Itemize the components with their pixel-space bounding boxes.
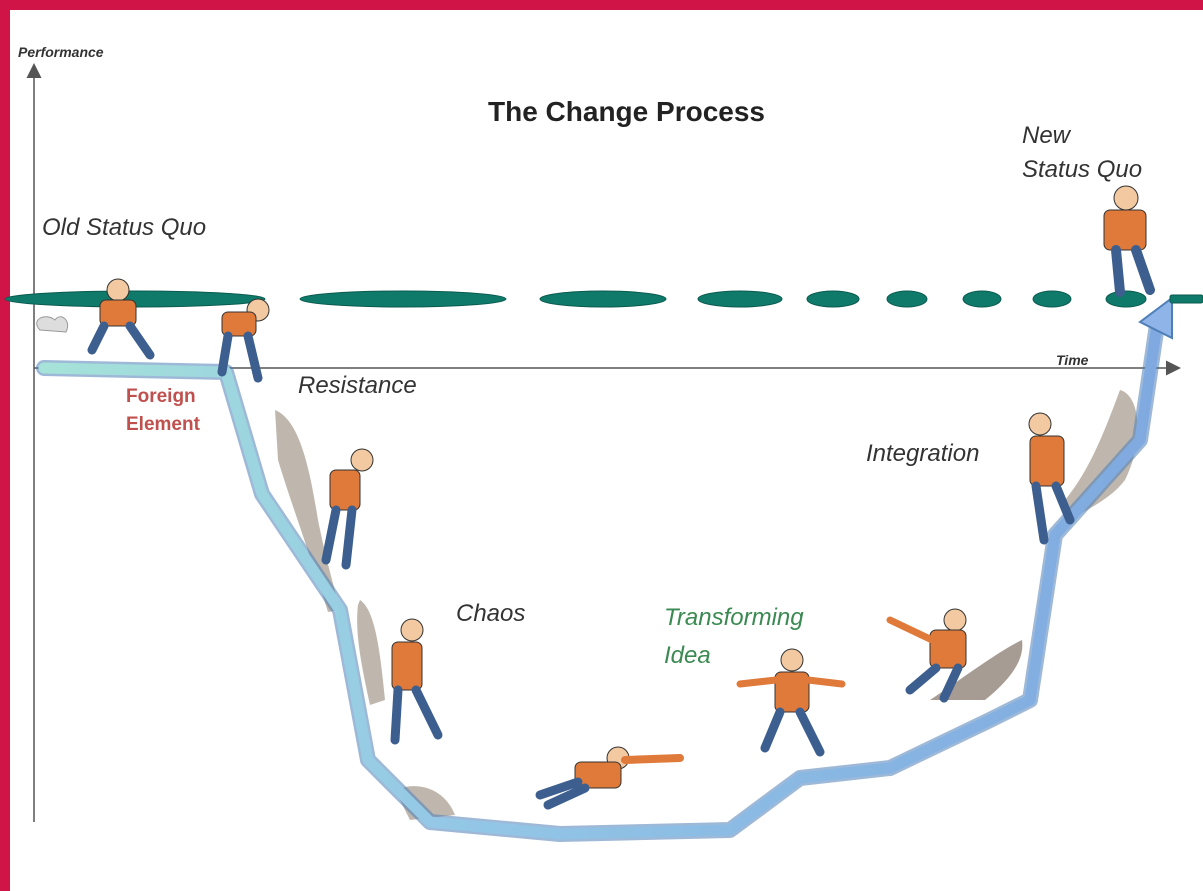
y-axis-label: Performance bbox=[18, 44, 104, 60]
old-status-quo-label: Old Status Quo bbox=[42, 214, 207, 241]
status-quo-dashes bbox=[4, 290, 1203, 308]
resistance-label: Resistance bbox=[298, 372, 417, 399]
integration-label: Integration bbox=[866, 440, 980, 467]
figure-climbing bbox=[1028, 412, 1075, 545]
figure-pushing bbox=[886, 608, 967, 703]
transforming-idea-label-line1: Transforming bbox=[664, 604, 804, 631]
foreign-element-label-line1: Foreign bbox=[126, 386, 196, 407]
figure-resisting bbox=[321, 448, 374, 570]
transforming-idea-label-line2: Idea bbox=[664, 642, 711, 669]
change-path-arrow-fill bbox=[38, 312, 1164, 840]
change-path-arrow bbox=[36, 310, 1166, 842]
figure-running bbox=[36, 278, 155, 360]
figure-falling bbox=[390, 618, 443, 745]
foreign-element-label-line2: Element bbox=[126, 414, 200, 435]
frame-top-border bbox=[0, 0, 1203, 10]
frame-left-border bbox=[0, 0, 10, 891]
chaos-label: Chaos bbox=[456, 600, 526, 627]
figure-stumbling bbox=[217, 298, 270, 383]
x-axis-label: Time bbox=[1056, 352, 1089, 368]
figure-surprised bbox=[736, 648, 846, 757]
figure-standing bbox=[1103, 185, 1155, 297]
figure-crawling bbox=[535, 746, 684, 810]
new-status-quo-label-line2: Status Quo bbox=[1022, 156, 1143, 183]
change-path-arrowhead bbox=[1138, 296, 1173, 340]
diagram-title: The Change Process bbox=[488, 96, 765, 127]
new-status-quo-label-line1: New bbox=[1022, 122, 1071, 149]
